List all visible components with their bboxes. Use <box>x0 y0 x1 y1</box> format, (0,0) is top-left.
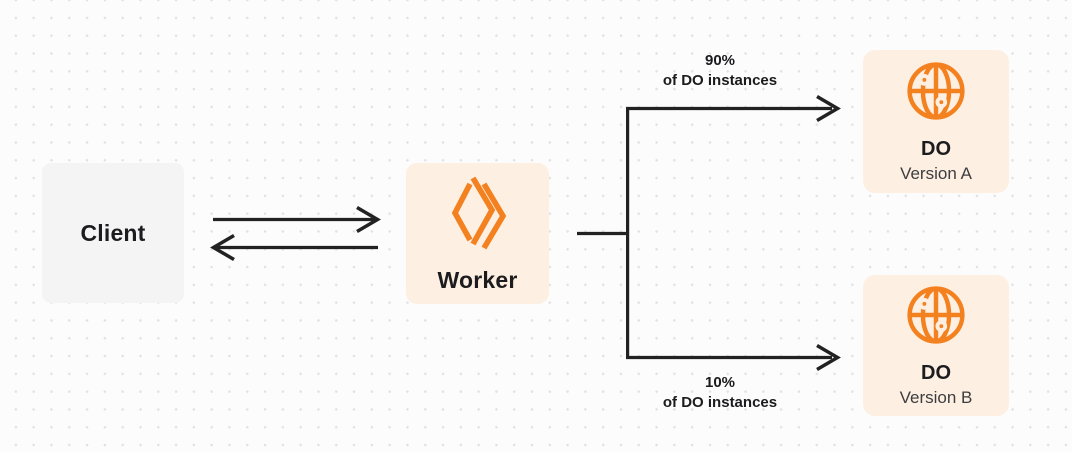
do-version-b-node: DO Version B <box>863 275 1009 416</box>
top-split-caption: of DO instances <box>662 72 778 89</box>
do-b-subtitle: Version B <box>899 387 973 407</box>
client-node-label: Client <box>80 219 146 246</box>
worker-node-label: Worker <box>437 267 518 293</box>
arrowhead-left-icon <box>210 233 235 262</box>
do-b-title: DO <box>921 361 951 384</box>
do-a-title: DO <box>921 137 951 160</box>
worker-node: Worker <box>406 163 549 304</box>
durable-object-globe-icon <box>905 60 967 122</box>
client-node: Client <box>42 163 184 303</box>
bottom-split-percent: 10% <box>704 374 736 391</box>
do-a-subtitle: Version A <box>900 163 972 183</box>
arrowhead-right-icon <box>356 205 381 234</box>
arrowhead-to-do-b-icon <box>816 343 841 372</box>
do-version-a-node: DO Version A <box>863 50 1009 193</box>
arrowhead-to-do-a-icon <box>816 94 841 123</box>
top-split-label: 90% of DO instances <box>663 51 777 91</box>
workers-chevrons-icon <box>445 173 511 253</box>
bottom-split-caption: of DO instances <box>662 394 778 411</box>
branch-line <box>626 106 832 360</box>
bottom-split-label: 10% of DO instances <box>663 373 777 413</box>
top-split-percent: 90% <box>704 52 736 69</box>
durable-object-globe-icon <box>905 284 967 346</box>
